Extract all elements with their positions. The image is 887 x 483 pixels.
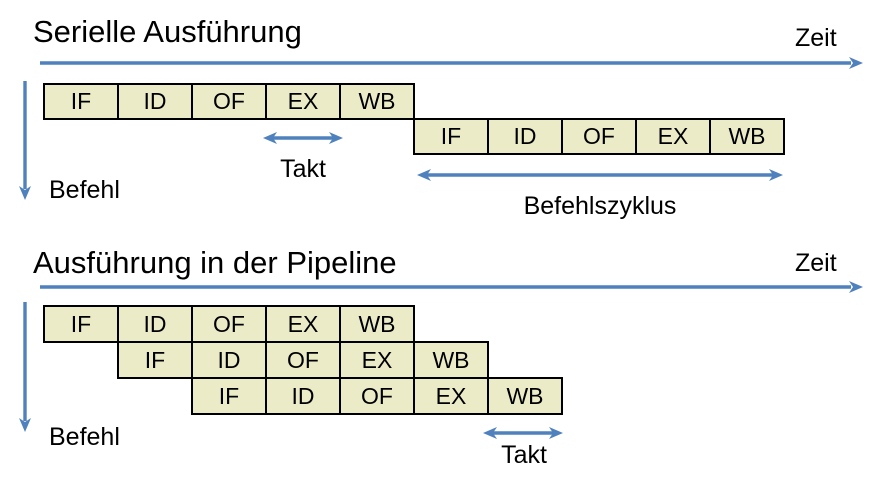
- pipeline-stage-cell: OF: [339, 377, 415, 415]
- s1-befehl-label: Befehl: [49, 176, 120, 204]
- s2-instruction2-row: IF ID OF EX WB: [117, 341, 489, 379]
- s1-befehlszyklus-arrow: [417, 169, 783, 181]
- pipeline-stage-cell: ID: [191, 341, 267, 379]
- s1-zeit-label: Zeit: [795, 24, 837, 52]
- s2-takt-arrow: [483, 427, 563, 439]
- s1-time-axis-arrow: [40, 57, 863, 69]
- pipeline-stage-cell: ID: [487, 118, 563, 155]
- s1-instruction-axis-arrow: [19, 81, 31, 200]
- pipeline-stage-cell: ID: [117, 305, 193, 343]
- s1-takt-label: Takt: [280, 155, 326, 183]
- s1-takt-arrow: [263, 132, 343, 144]
- s2-befehl-label: Befehl: [49, 423, 120, 451]
- pipeline-stage-cell: EX: [265, 83, 341, 120]
- s1-instruction1-row: IF ID OF EX WB: [43, 83, 415, 120]
- pipeline-stage-cell: OF: [561, 118, 637, 155]
- s1-befehlszyklus-label: Befehlszyklus: [523, 192, 677, 220]
- pipeline-stage-cell: EX: [339, 341, 415, 379]
- pipeline-stage-cell: IF: [43, 305, 119, 343]
- pipeline-stage-cell: WB: [709, 118, 785, 155]
- s2-takt-label: Takt: [501, 441, 547, 469]
- pipeline-stage-cell: WB: [413, 341, 489, 379]
- pipeline-stage-cell: ID: [265, 377, 341, 415]
- pipeline-stage-cell: EX: [413, 377, 489, 415]
- pipeline-stage-cell: IF: [117, 341, 193, 379]
- s2-instruction3-row: IF ID OF EX WB: [191, 377, 563, 415]
- s2-zeit-label: Zeit: [795, 249, 837, 277]
- s2-time-axis-arrow: [40, 281, 863, 293]
- s2-instruction-axis-arrow: [19, 302, 31, 432]
- s2-instruction1-row: IF ID OF EX WB: [43, 305, 415, 343]
- pipeline-stage-cell: OF: [191, 305, 267, 343]
- pipeline-stage-cell: WB: [339, 305, 415, 343]
- pipeline-stage-cell: WB: [339, 83, 415, 120]
- pipeline-stage-cell: EX: [635, 118, 711, 155]
- pipeline-stage-cell: IF: [413, 118, 489, 155]
- pipeline-stage-cell: EX: [265, 305, 341, 343]
- pipeline-stage-cell: WB: [487, 377, 563, 415]
- pipeline-stage-cell: IF: [191, 377, 267, 415]
- pipeline-stage-cell: OF: [191, 83, 267, 120]
- pipeline-stage-cell: OF: [265, 341, 341, 379]
- section2-title: Ausführung in der Pipeline: [33, 245, 397, 280]
- s1-instruction2-row: IF ID OF EX WB: [413, 118, 785, 155]
- pipeline-stage-cell: IF: [43, 83, 119, 120]
- section1-title: Serielle Ausführung: [33, 14, 302, 49]
- pipeline-stage-cell: ID: [117, 83, 193, 120]
